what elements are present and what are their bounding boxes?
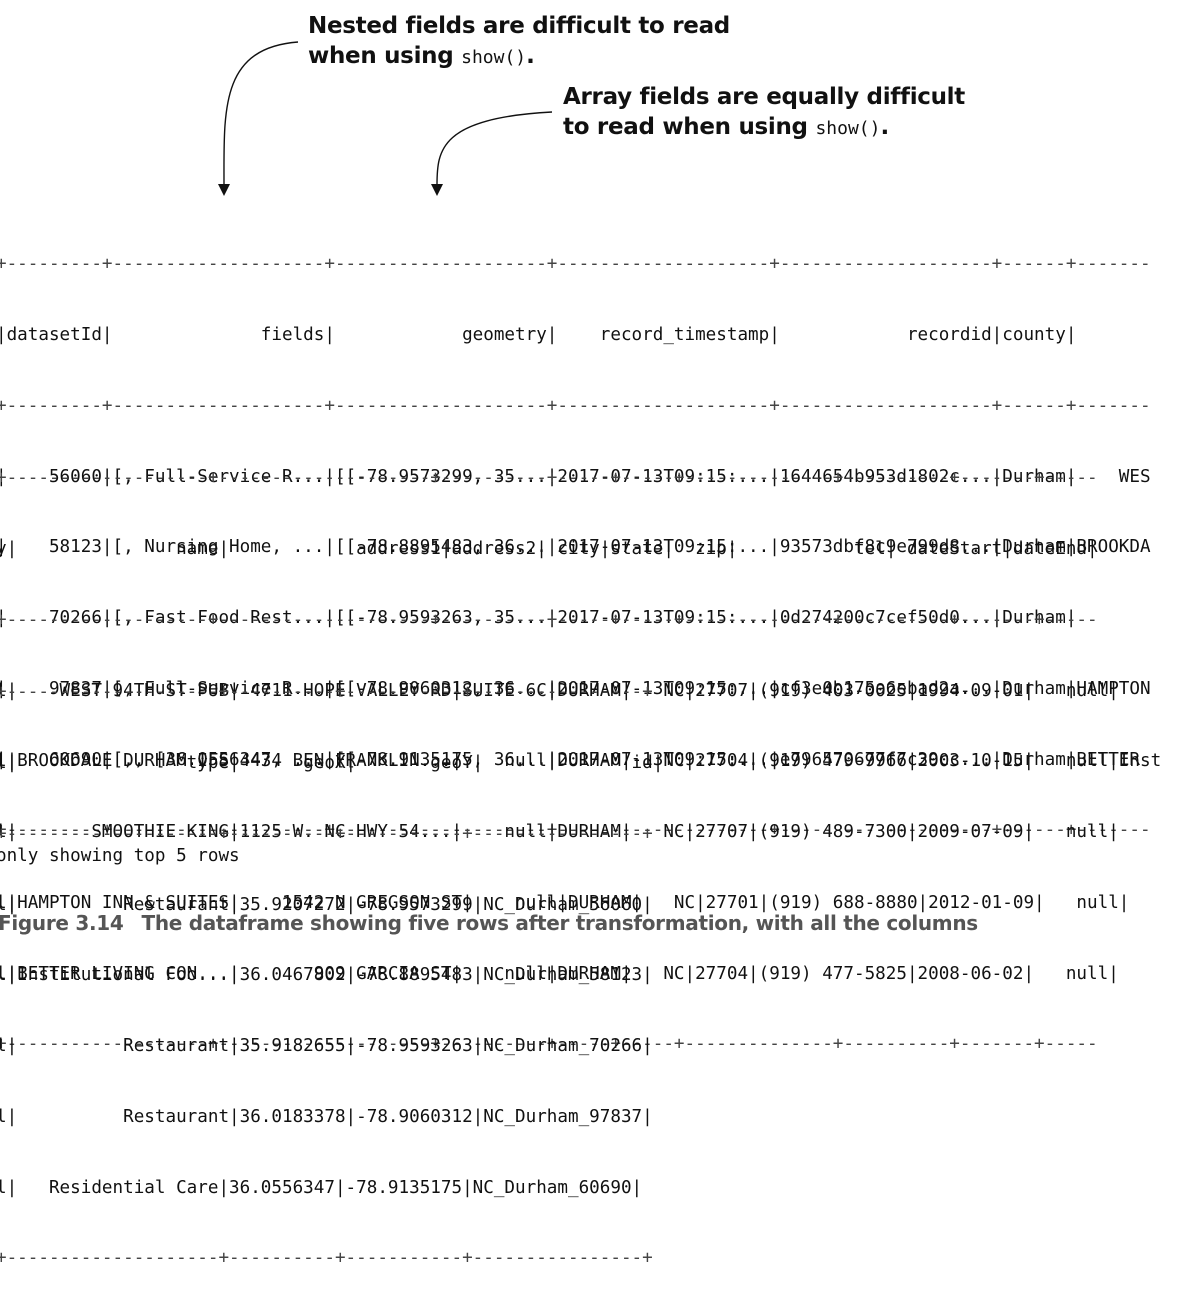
code-snippet: show() [461,47,527,68]
table-row: | 97837|[, Full-Service R...|[[-78.90603… [0,678,1151,699]
table-row: | 70266|[, Fast Food Rest...|[[-78.95932… [0,608,1077,629]
table-row: | 56060|[, Full-Service R...|[[-78.95732… [0,466,1151,487]
annotation-line: to read when using [563,114,816,140]
table-block-1: +---------+--------------------+--------… [0,206,1151,867]
code-snippet: show() [815,118,881,139]
nested-fields-arrow [223,41,299,186]
array-fields-arrowhead [431,184,443,196]
annotation-line: Array fields are equally difficult [563,84,965,110]
figure-caption: Figure 3.14 The dataframe showing five ro… [0,911,978,935]
table-header-row: y| name| address1|address2| city|state| … [0,538,1098,559]
table-row: l| Restaurant|35.9182655|-78.9593263|NC_… [0,1036,653,1057]
annotation-line: when using [308,43,462,69]
figure-caption-text: The dataframe showing five rows after tr… [141,911,979,935]
table-separator: +--------------------+----------+-------… [0,682,653,703]
rows-shown-note: only showing top 5 rows [0,846,240,866]
table-row: l| Restaurant|35.9207272|-78.9573299|NC_… [0,894,653,915]
table-row: l| SMOOTHIE KING|1125 W. NC HWY 54...| n… [0,822,1119,843]
table-separator: +--------------------+----------+-------… [0,823,653,844]
table-separator: +-------------------+-------------------… [0,468,1098,489]
table-row: l| Residential Care|36.0556347|-78.91351… [0,1177,643,1198]
table-header-row: l| type| geoX| geoY| id| [0,752,664,773]
annotation-line: Nested fields are difficult to read [308,13,730,39]
nested-fields-annotation: Nested fields are difficult to read when… [308,11,730,73]
table-header-row: |datasetId| fields| geometry| record_tim… [0,324,1077,345]
annotation-punctuation: . [526,43,535,69]
table-row: | 60690|[,, [36.0556347, ...|[[-78.91351… [0,749,1140,770]
table-row: l| Restaurant|36.0183378|-78.9060312|NC_… [0,1106,653,1127]
table-separator: +---------+--------------------+--------… [0,820,1151,841]
table-separator: +---------+--------------------+--------… [0,395,1151,416]
array-fields-annotation: Array fields are equally difficult to re… [563,82,965,144]
table-row: | 58123|[, Nursing Home, ...|[[-78.88954… [0,537,1151,558]
figure-number: Figure 3.14 [0,911,124,935]
table-row: l|BROOKDALE DURHAM IFS|4434 BEN FRANKLIN… [0,751,1162,772]
callout-arrows [218,41,553,196]
array-fields-arrow [436,111,553,186]
table-row: l|Institutional Foo...|36.0467802|-78.88… [0,965,653,986]
table-row: l| WEST 94TH ST PUB| 4711 HOPE VALLEY RD… [0,680,1119,701]
table-separator: +---------+--------------------+--------… [0,254,1151,275]
table-block-3: +--------------------+----------+-------… [0,634,663,1295]
annotation-punctuation: . [880,114,889,140]
table-separator: +--------------------+----------+-------… [0,1248,653,1269]
table-row: l|HAMPTON INN & SUITES| 1542 N GREGSON S… [0,892,1130,913]
table-separator: +-------------------+-------------------… [0,609,1098,630]
nested-fields-arrowhead [218,184,230,196]
